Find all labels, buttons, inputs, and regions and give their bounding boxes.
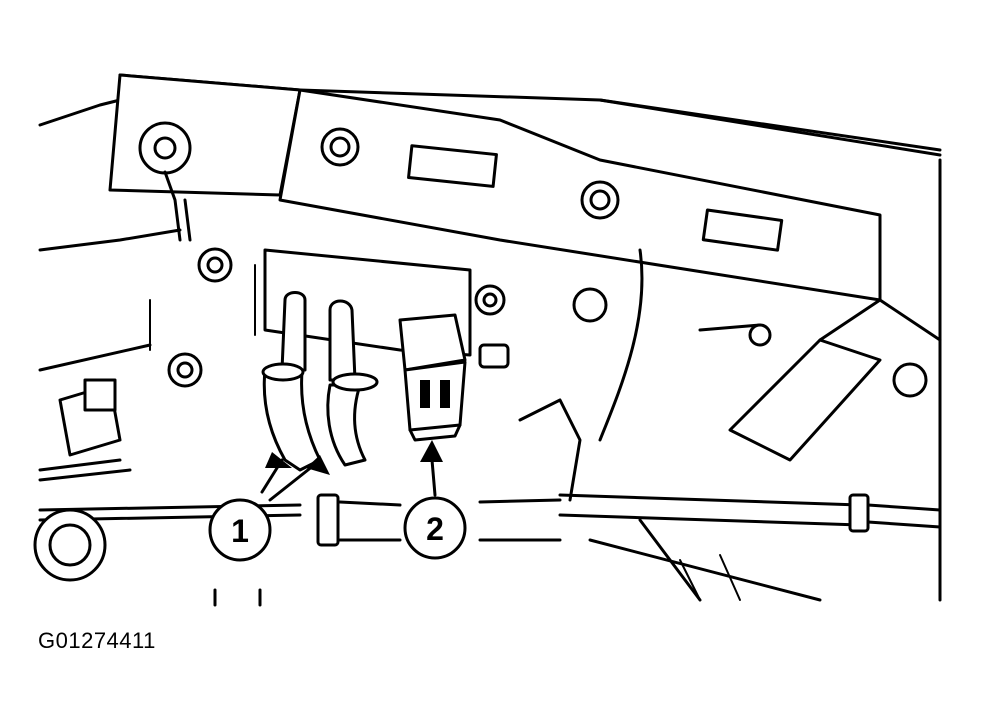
sensor-connector bbox=[398, 313, 467, 442]
bolts bbox=[167, 127, 620, 388]
upper-bracket bbox=[108, 73, 882, 302]
right-side-components bbox=[518, 248, 942, 502]
callout-2-circle bbox=[403, 496, 467, 560]
callout-1: 1 bbox=[208, 452, 330, 562]
callout-1-label: 1 bbox=[231, 513, 249, 549]
callout-2-arrowhead bbox=[420, 440, 443, 462]
figure-id-label: G01274411 bbox=[38, 628, 156, 653]
cable bbox=[38, 493, 942, 547]
left-side-connectors bbox=[33, 378, 122, 582]
callout-1-arrowhead-b bbox=[306, 455, 330, 475]
callout-2-label: 2 bbox=[426, 511, 444, 547]
callout-2: 2 bbox=[403, 440, 467, 560]
callout-1-arrowhead-a bbox=[265, 452, 292, 468]
ground-terminal bbox=[138, 121, 192, 242]
callout-1-circle bbox=[208, 498, 272, 562]
vacuum-hoses bbox=[261, 291, 379, 472]
